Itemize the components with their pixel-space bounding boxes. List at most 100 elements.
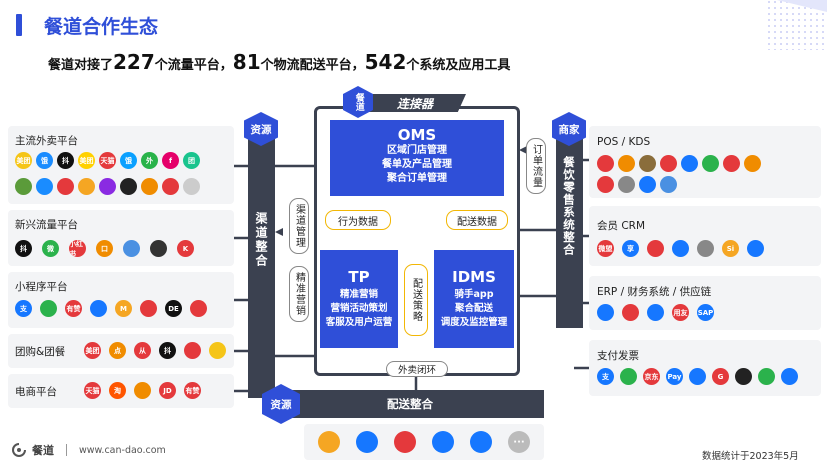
partner-logo [781, 368, 798, 385]
partner-logo [40, 300, 57, 317]
logo-row: ··· [318, 431, 530, 453]
partner-logo: DE [165, 300, 182, 317]
panel-title: 会员 CRM [597, 220, 646, 232]
partner-logo [470, 431, 492, 453]
partner-logo: 有赞 [65, 300, 82, 317]
logo-row: 美团点从抖 [84, 342, 226, 359]
partner-logo [36, 178, 53, 195]
partner-logo: 抖 [159, 342, 176, 359]
oms-line: 聚合订单管理 [387, 173, 447, 184]
partner-logo: 京东 [643, 368, 660, 385]
partner-logo: 饿 [36, 152, 53, 169]
partner-logo [123, 240, 140, 257]
corner-decoration [767, 0, 827, 50]
panel-title: 新兴流量平台 [15, 219, 78, 231]
partner-logo: 支 [597, 368, 614, 385]
partner-logo [702, 155, 719, 172]
idms-line: 调度及监控管理 [440, 317, 508, 328]
page-title: 餐道合作生态 [44, 16, 159, 38]
logo-row: 支 京东 Pay G [597, 368, 798, 385]
partner-logo [141, 178, 158, 195]
partner-logo [620, 368, 637, 385]
partner-logo [647, 304, 664, 321]
partner-logo [15, 178, 32, 195]
panel-title: 电商平台 [15, 386, 57, 398]
logo-row [15, 178, 200, 195]
partner-logo: 享 [622, 240, 639, 257]
partner-logo [162, 178, 179, 195]
partner-logo [78, 178, 95, 195]
partner-logo: 抖 [57, 152, 74, 169]
channel-integration-label: 渠道整合 [254, 212, 268, 268]
partner-logo [681, 155, 698, 172]
partner-logo: 饿 [120, 152, 137, 169]
partner-logo: 抖 [15, 240, 32, 257]
merchant-hexagon: 商家 [552, 112, 586, 146]
partner-logo: 天猫 [84, 382, 101, 399]
partner-logo [618, 155, 635, 172]
partner-logo: 美团 [15, 152, 32, 169]
partner-logo [647, 240, 664, 257]
partner-logo: 美团 [84, 342, 101, 359]
partner-logo [672, 240, 689, 257]
partner-logo [432, 431, 454, 453]
partner-logo: K [177, 240, 194, 257]
partner-logo [99, 178, 116, 195]
order-flow-label: 订单流量 [526, 138, 546, 194]
partner-logo: 微 [42, 240, 59, 257]
logo-row [597, 155, 761, 172]
merchant-system-column: 餐饮零售系统整合 [556, 128, 583, 328]
partner-logo: 团 [183, 152, 200, 169]
panel-emerging-traffic: 新兴流量平台 抖微小红书口 K [8, 210, 234, 266]
partner-logo [660, 155, 677, 172]
partner-logo [184, 342, 201, 359]
delivery-data-label: 配送数据 [446, 210, 508, 230]
partner-logo: 淘 [109, 382, 126, 399]
partner-logo [597, 304, 614, 321]
partner-logo [356, 431, 378, 453]
panel-group-buying: 团购&团餐 美团点从抖 [8, 334, 234, 368]
partner-logo: 美团 [78, 152, 95, 169]
partner-logo: Pay [666, 368, 683, 385]
partner-logo: SAP [697, 304, 714, 321]
partner-logo: f [162, 152, 179, 169]
partner-logo [318, 431, 340, 453]
panel-title: POS / KDS [597, 136, 651, 148]
title-accent-bar [16, 14, 22, 36]
footer-url: www.can-dao.com [79, 444, 166, 456]
idms-module: IDMS 骑手app 聚合配送 调度及监控管理 [434, 250, 514, 348]
panel-pos-kds: POS / KDS [589, 126, 821, 198]
partner-logo [758, 368, 775, 385]
candao-badge: 餐道 [343, 86, 373, 118]
partner-logo [697, 240, 714, 257]
footer-brand-name: 餐道 [32, 444, 54, 457]
oms-title: OMS [397, 126, 437, 144]
partner-logo: 口 [96, 240, 113, 257]
partner-logo [394, 431, 416, 453]
partner-logo [744, 155, 761, 172]
connector-banner: 连接器 [364, 94, 466, 112]
oms-module: OMS 区域门店管理 餐单及产品管理 聚合订单管理 [330, 120, 504, 196]
partner-logo: 小红书 [69, 240, 86, 257]
oms-line: 区域门店管理 [387, 145, 447, 156]
panel-title: 支付发票 [597, 350, 639, 362]
partner-logo [140, 300, 157, 317]
partner-logo: 微盟 [597, 240, 614, 257]
partner-logo: 从 [134, 342, 151, 359]
panel-title: 小程序平台 [15, 281, 68, 293]
candao-logo-icon [12, 443, 26, 457]
takeaway-loop-label: 外卖闭环 [386, 361, 448, 377]
partner-logo: 支 [15, 300, 32, 317]
data-date-note: 数据统计于2023年5月 [702, 451, 799, 462]
partner-logo: G [712, 368, 729, 385]
partner-logo: 外 [141, 152, 158, 169]
behavior-data-label: 行为数据 [325, 210, 391, 230]
tp-line: 客服及用户运营 [325, 317, 393, 328]
partner-logo [639, 176, 656, 193]
partner-logo [90, 300, 107, 317]
